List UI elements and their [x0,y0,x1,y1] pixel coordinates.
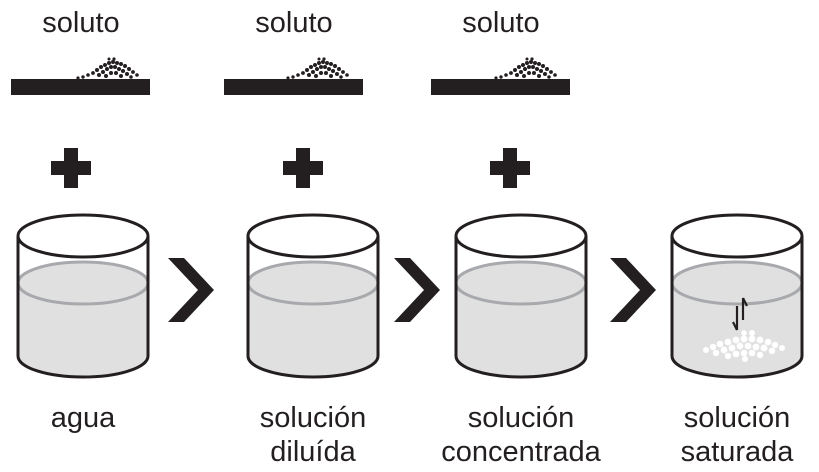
beaker-label-saturated: solución saturada [642,401,819,469]
beaker-water [16,213,150,379]
solute-1 [11,57,150,95]
solute-label-2: soluto [255,7,333,39]
beaker-saturated [670,213,804,379]
beaker-label-saturated-line1: solución [683,402,791,434]
chevron-right-icon [394,258,440,322]
beaker-label-concentrated: solución concentrada [426,401,616,469]
chevron-right-icon [168,258,214,322]
equilibrium-arrows-icon [732,297,748,331]
beaker-label-water: agua [0,401,178,435]
solute-3 [431,57,570,95]
beaker-label-dilute-line1: solución [259,402,367,434]
precipitate [703,330,785,362]
chevron-right-icon [610,258,656,322]
solute-label-3: soluto [462,7,540,39]
beaker-label-concentrated-line2: concentrada [441,436,601,468]
beaker-concentrated [454,213,588,379]
solute-label-1: soluto [42,7,120,39]
beaker-label-dilute-line2: diluída [270,436,356,468]
beaker-dilute [246,213,380,379]
beaker-label-saturated-line2: saturada [680,436,794,468]
solute-2 [224,57,363,95]
plus-icon [283,148,323,188]
beaker-label-concentrated-line1: solución [467,402,575,434]
beaker-label-dilute: solución diluída [218,401,408,469]
plus-icon [490,148,530,188]
beaker-label-water-line1: agua [50,402,116,434]
plus-icon [51,148,91,188]
